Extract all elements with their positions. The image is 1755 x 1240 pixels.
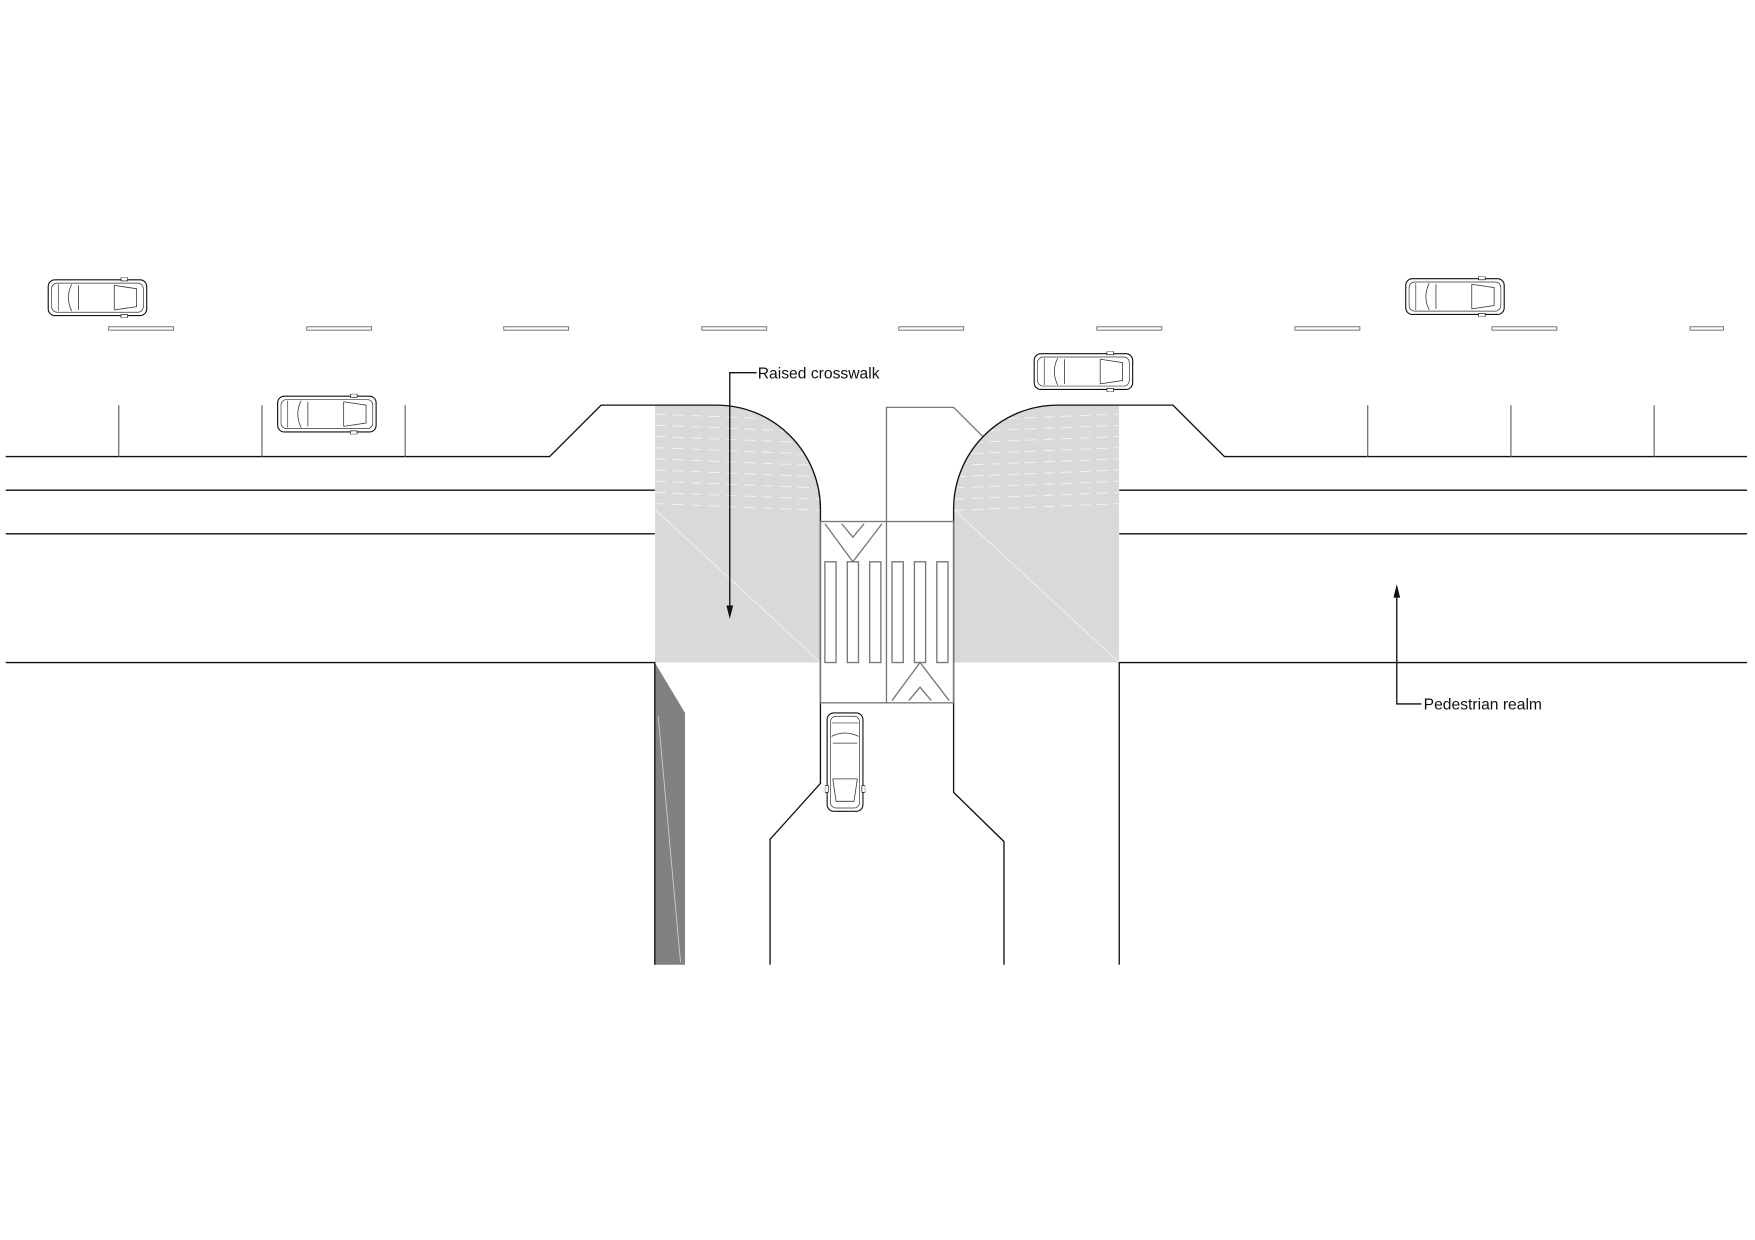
parking-ticks [118, 405, 1655, 457]
raised-area-left [654, 405, 821, 663]
raised-crosswalk-label: Raised crosswalk [758, 365, 880, 382]
raised-crosswalk-leader [726, 371, 757, 619]
car [1405, 276, 1505, 317]
lane-dashes [108, 326, 1725, 331]
car [1033, 351, 1134, 392]
raised-area-right [953, 405, 1120, 663]
curb-line-right [952, 404, 1748, 965]
car [824, 712, 866, 812]
pedestrian-realm-leader [1393, 584, 1422, 705]
car [277, 393, 377, 435]
crosswalk [819, 406, 984, 704]
curb-line-left [5, 404, 822, 965]
realm-lines [5, 489, 1748, 965]
car [47, 277, 148, 318]
dark-strip [654, 662, 686, 965]
pedestrian-realm-label: Pedestrian realm [1424, 697, 1542, 714]
